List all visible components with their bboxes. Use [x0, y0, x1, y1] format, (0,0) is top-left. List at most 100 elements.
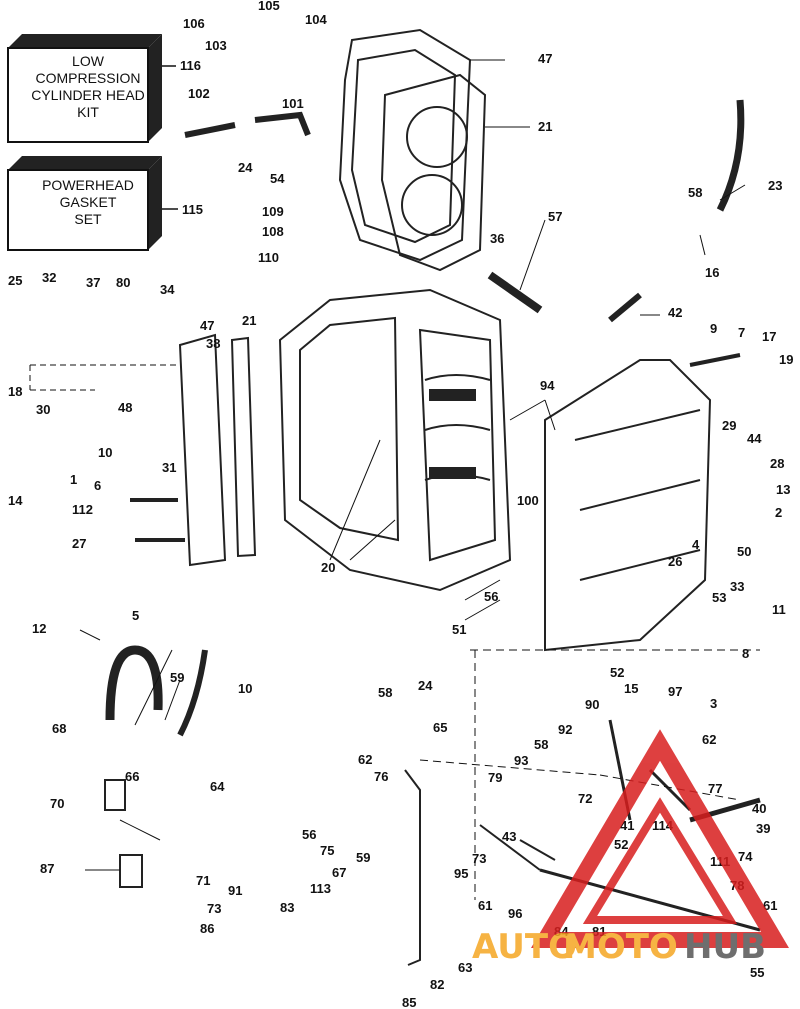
callout-72: 72: [578, 791, 592, 806]
callout-17: 17: [762, 329, 776, 344]
leader-lines-lower: [79, 629, 181, 871]
callout-61: 61: [478, 898, 492, 913]
callout-58: 58: [378, 685, 392, 700]
callout-112: 112: [72, 502, 93, 517]
callout-24: 24: [238, 160, 253, 175]
callout-88: 88: [0, 0, 14, 3]
callout-71: 71: [196, 873, 210, 888]
callout-52: 52: [610, 665, 624, 680]
callout-77: 77: [708, 781, 722, 796]
callout-83: 83: [280, 900, 294, 915]
callout-67: 67: [332, 865, 346, 880]
part-drawings: [104, 28, 761, 966]
callout-108: 108: [262, 224, 284, 239]
hoses-24: [184, 111, 311, 138]
callout-95: 95: [454, 866, 468, 881]
callout-9: 9: [710, 321, 717, 336]
callout-65: 65: [433, 720, 447, 735]
callout-53: 53: [712, 590, 726, 605]
automotohub-watermark: AUTO MOTO HUB: [472, 729, 790, 967]
callout-44: 44: [747, 431, 762, 446]
callout-5: 5: [132, 608, 139, 623]
callout-37: 37: [86, 275, 100, 290]
callout-80: 80: [116, 275, 130, 290]
callout-23: 23: [768, 178, 782, 193]
engine-block-drawing: [278, 288, 512, 592]
gasket-bore-upper: [406, 106, 468, 168]
kit-number: 116: [180, 58, 201, 73]
callout-54: 54: [270, 171, 285, 186]
bearing-insert-upper: [429, 389, 476, 401]
callout-74: 74: [738, 849, 753, 864]
callout-56: 56: [484, 589, 498, 604]
callout-97: 97: [668, 684, 682, 699]
callout-28: 28: [770, 456, 784, 471]
callout-55: 55: [750, 965, 764, 980]
dashed-guides: [419, 649, 760, 900]
callout-48: 48: [118, 400, 132, 415]
callout-43: 43: [502, 829, 516, 844]
callout-6: 6: [94, 478, 101, 493]
callout-21: 21: [538, 119, 552, 134]
callout-10: 10: [238, 681, 252, 696]
callout-51: 51: [452, 622, 466, 637]
callout-34: 34: [160, 282, 175, 297]
callout-70: 70: [50, 796, 64, 811]
screw-7: [689, 353, 741, 367]
fitting-113: [119, 854, 143, 888]
callout-15: 15: [624, 681, 638, 696]
callout-41: 41: [0, 0, 14, 3]
callout-10: 10: [98, 445, 112, 460]
callout-42: 42: [668, 305, 682, 320]
callout-76: 76: [374, 769, 388, 784]
crankcase-half-drawing: [544, 359, 712, 652]
callout-8: 8: [742, 646, 749, 661]
callout-19: 19: [779, 352, 793, 367]
callout-50: 50: [737, 544, 751, 559]
hose-23: [716, 99, 745, 212]
callout-36: 36: [490, 231, 504, 246]
callout-91: 91: [228, 883, 242, 898]
callout-40: 40: [752, 801, 766, 816]
callout-59: 59: [170, 670, 184, 685]
callout-27: 27: [72, 536, 86, 551]
callout-29: 29: [722, 418, 736, 433]
callout-66: 66: [125, 769, 139, 784]
watermark-text-hub: HUB: [684, 927, 766, 967]
callout-110: 110: [258, 250, 279, 265]
callout-73: 73: [472, 851, 486, 866]
callout-14: 14: [8, 493, 23, 508]
callout-58: 58: [534, 737, 548, 752]
callout-79: 79: [488, 770, 502, 785]
callout-100: 100: [517, 493, 539, 508]
kit-line-1: LOW: [72, 53, 105, 69]
hose-24-lower: [177, 649, 208, 737]
callout-82: 82: [430, 977, 444, 992]
callout-31: 31: [162, 460, 176, 475]
callout-20: 20: [321, 560, 335, 575]
callout-26: 26: [668, 554, 682, 569]
exhaust-cover-drawing: [178, 333, 227, 567]
leader-lines: [29, 59, 760, 900]
kit-line-4: KIT: [77, 104, 99, 120]
callout-109: 109: [262, 204, 284, 219]
callout-102: 102: [188, 86, 210, 101]
callout-52: 52: [614, 837, 628, 852]
callout-63: 63: [458, 960, 472, 975]
callout-89: 89: [0, 0, 14, 3]
kit-line-2: GASKET: [60, 194, 117, 210]
callout-21: 21: [242, 313, 256, 328]
callout-94: 94: [540, 378, 555, 393]
callout-61: 61: [763, 898, 777, 913]
callout-101: 101: [282, 96, 304, 111]
callout-105: 105: [258, 0, 280, 13]
crankcase-bearing-face: [418, 328, 497, 562]
callout-62: 62: [702, 732, 716, 747]
watermark-text-auto: AUTO: [472, 927, 577, 967]
callout-33: 33: [730, 579, 744, 594]
callout-92: 92: [558, 722, 572, 737]
callout-47: 47: [200, 318, 214, 333]
link-rods-87-71: [479, 824, 556, 871]
watermark-triangle: [530, 729, 790, 948]
fitting-114: [104, 779, 126, 811]
